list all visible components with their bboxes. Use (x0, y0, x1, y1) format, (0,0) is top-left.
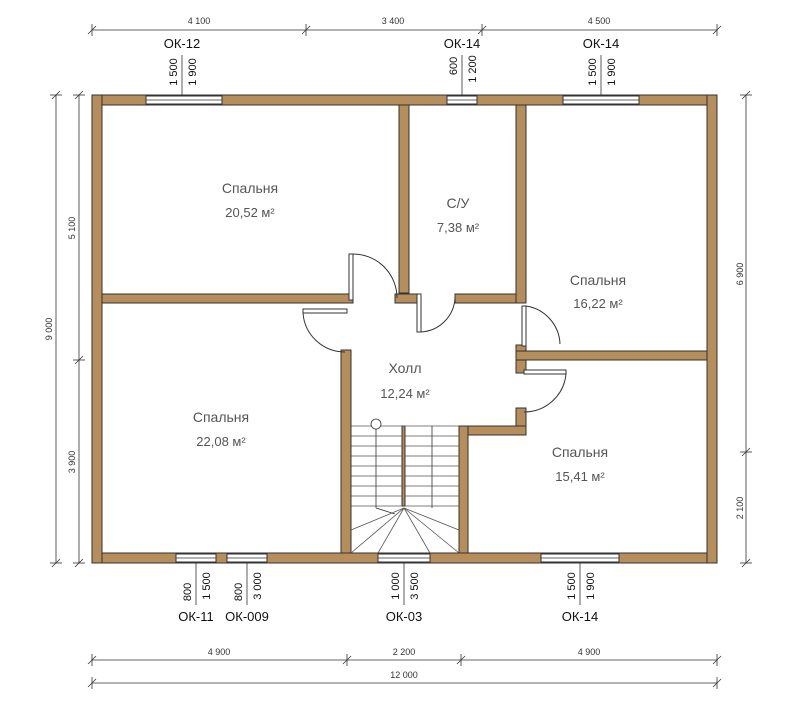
window-label-top-2: ОК-14 (444, 36, 480, 51)
dim-top-2: 3 400 (382, 16, 405, 26)
window-dim-bottom-2a: 800 (233, 583, 245, 601)
wall-hall-stair-top (458, 425, 527, 436)
wall-bedroom1-bottom (101, 293, 354, 304)
dim-bottom-1: 4 900 (208, 647, 231, 657)
room-area-hall: 12,24 м² (380, 386, 430, 401)
door-bedroom3 (302, 308, 348, 353)
room-area-bedroom3: 22,08 м² (196, 434, 246, 449)
dim-bottom-2: 2 200 (393, 647, 416, 657)
door-bedroom2 (521, 305, 561, 347)
dim-left-total: 9 000 (44, 318, 54, 341)
window-label-top-1: ОК-12 (164, 36, 200, 51)
stair-start-marker (370, 418, 382, 430)
window-dim-top-1b: 1 900 (187, 58, 199, 86)
room-name-bedroom1: Спальня (222, 180, 278, 196)
staircase (350, 418, 460, 554)
doors (302, 253, 567, 413)
window-dim-top-3a: 1 500 (587, 58, 599, 86)
outer-wall-right (706, 94, 718, 564)
wall-bedroom2-bottom (515, 350, 708, 361)
dim-bottom-3: 4 900 (578, 647, 601, 657)
wall-stair-right (458, 425, 469, 554)
dim-right-2: 2 100 (735, 497, 745, 520)
window-dim-top-3b: 1 900 (606, 58, 618, 86)
dim-left-2: 3 900 (67, 451, 77, 474)
window-dim-bottom-3b: 3 500 (409, 572, 421, 600)
wall-bath-right (515, 104, 527, 304)
window-label-bottom-2: ОК-009 (225, 609, 269, 624)
window-dim-bottom-4a: 1 500 (566, 572, 578, 600)
door-bathroom (416, 293, 456, 333)
dim-left-1: 5 100 (67, 217, 77, 240)
window-labels-top: ОК-12 1 500 1 900 ОК-14 600 1 200 ОК-14 … (164, 36, 619, 86)
window-dim-bottom-3a: 1 000 (390, 572, 402, 600)
dimension-texts: 4 100 3 400 4 500 4 900 2 200 4 900 12 0… (44, 16, 745, 680)
window-dim-bottom-4b: 1 900 (585, 572, 597, 600)
room-name-bedroom2: Спальня (570, 272, 626, 288)
room-area-bathroom: 7,38 м² (437, 220, 480, 235)
room-labels: Спальня 20,52 м² С/У 7,38 м² Спальня 16,… (193, 180, 626, 484)
room-area-bedroom4: 15,41 м² (555, 469, 605, 484)
window-label-bottom-3: ОК-03 (386, 609, 422, 624)
room-area-bedroom1: 20,52 м² (225, 205, 275, 220)
dim-right-1: 6 900 (735, 263, 745, 286)
door-bedroom1 (348, 253, 398, 301)
outer-wall-left (91, 94, 103, 564)
room-name-bedroom3: Спальня (193, 409, 249, 425)
window-dim-bottom-1a: 800 (182, 583, 194, 601)
wall-stair-center (401, 425, 406, 507)
window-openings (145, 95, 640, 563)
door-bedroom4 (523, 369, 567, 413)
window-dim-top-1a: 1 500 (168, 58, 180, 86)
window-dim-bottom-2b: 3 000 (252, 572, 264, 600)
room-area-bedroom2: 16,22 м² (573, 296, 623, 311)
window-dim-top-2b: 1 200 (467, 55, 479, 83)
window-label-top-3: ОК-14 (583, 36, 619, 51)
wall-bath-bottom (454, 293, 518, 304)
wall-bedroom3-right (340, 349, 352, 554)
room-name-bedroom4: Спальня (552, 444, 608, 460)
room-name-bathroom: С/У (447, 195, 470, 211)
dim-total: 12 000 (390, 670, 418, 680)
window-label-bottom-1: ОК-11 (178, 609, 214, 624)
wall-bath-left-stub (394, 293, 418, 304)
dim-top-1: 4 100 (188, 16, 211, 26)
wall-bedroom1-right (398, 104, 410, 294)
walls (91, 94, 718, 564)
room-name-hall: Холл (389, 360, 422, 376)
window-dim-bottom-1b: 1 500 (201, 572, 213, 600)
dim-top-3: 4 500 (588, 16, 611, 26)
window-dim-top-2a: 600 (448, 57, 460, 75)
dimension-lines (50, 24, 752, 689)
window-labels-bottom: 800 1 500 ОК-11 800 3 000 ОК-009 1 000 3… (178, 572, 598, 624)
window-label-bottom-4: ОК-14 (562, 609, 598, 624)
